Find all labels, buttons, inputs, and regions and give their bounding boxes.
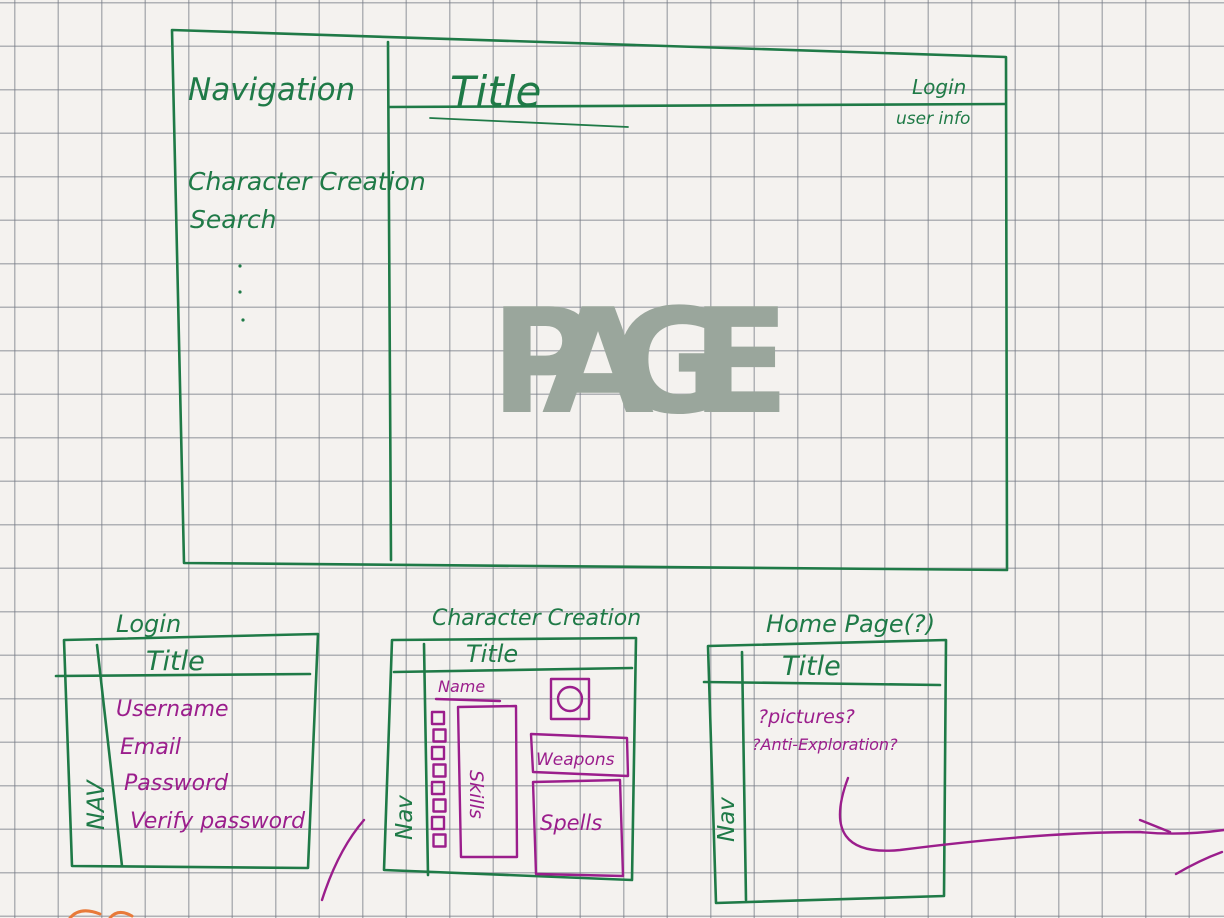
skills-label: Skills [465,770,487,819]
orange-scribble [68,909,134,918]
login-caption: Login [116,610,181,638]
purple-arrow-head [1138,818,1224,876]
spells-label: Spells [540,811,602,835]
name-underline [434,697,502,703]
login-field-username: Username [116,697,229,722]
checkbox-column [430,710,447,848]
home-page-title: Title [782,651,841,682]
checkbox [432,833,447,848]
login-field-password: Password [124,771,229,796]
portrait-icon [549,677,591,721]
weapons-box [529,732,630,778]
login-title: Title [146,646,205,677]
login-field-verify-password: Verify password [130,809,306,834]
main-login-label: Login [912,75,966,99]
main-nav-ellipsis [238,264,245,322]
character-creation-nav-divider [422,642,430,877]
main-wireframe: Navigation Character Creation Search Tit… [170,28,1009,572]
main-nav-divider [386,40,393,562]
main-title-underline [429,117,629,128]
home-page-note-pictures: ?pictures? [758,706,855,728]
main-nav-heading: Navigation [188,72,355,108]
main-title: Title [450,67,541,116]
checkbox [432,728,447,743]
purple-arrow-curve [838,776,1224,852]
character-creation-wireframe: Character Creation Title Nav Name Skills… [382,606,641,882]
checkbox [432,798,447,813]
login-frame-outline [62,632,320,870]
main-header-divider [387,102,1007,109]
main-page-placeholder: PAGE [490,278,790,447]
checkbox [430,780,446,796]
login-wireframe: Login Title NAV Username Email Password … [54,610,320,870]
character-creation-title: Title [466,640,518,668]
character-creation-frame-outline [382,636,638,882]
checkbox [430,710,446,726]
main-nav-item-character-creation: Character Creation [188,167,426,196]
home-page-header-divider [702,680,942,687]
home-page-wireframe: Home Page(?) Title Nav ?pictures? ?Anti-… [702,610,948,905]
checkbox [430,745,446,761]
home-page-nav-divider [740,650,748,902]
login-nav-divider [95,643,124,868]
home-page-frame-outline [706,638,948,905]
spells-box [531,778,625,878]
character-creation-nav-label: Nav [392,795,418,840]
character-creation-header-divider [392,666,634,674]
main-user-info-label: user info [896,109,970,129]
skills-panel [456,704,519,859]
home-page-caption: Home Page(?) [766,610,935,638]
main-nav-item-search: Search [190,205,276,234]
weapons-label: Weapons [536,750,615,770]
login-nav-label: NAV [82,779,110,830]
character-creation-caption: Character Creation [432,606,641,631]
purple-curve-left [320,818,366,902]
character-creation-name-label: Name [438,677,485,696]
home-page-note-anti-exploration: ?Anti-Exploration? [752,735,898,754]
login-header-divider [54,672,312,678]
home-page-nav-label: Nav [714,797,740,842]
main-frame-outline [170,28,1009,572]
login-field-email: Email [120,735,181,760]
checkbox [432,763,447,778]
checkbox [430,815,446,831]
